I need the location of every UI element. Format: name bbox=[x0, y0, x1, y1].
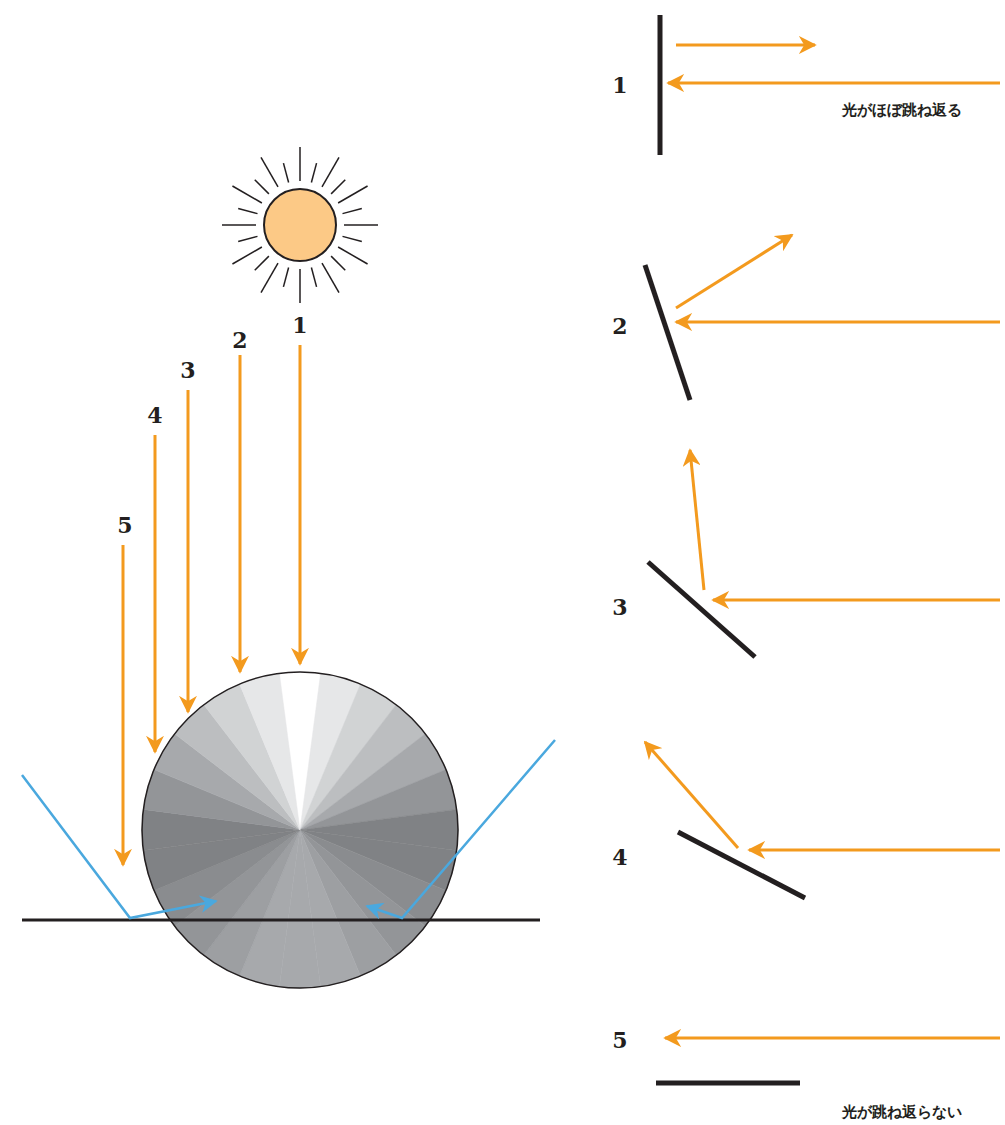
light-rays bbox=[123, 345, 300, 865]
ray bbox=[665, 1037, 1000, 1040]
bounce-light bbox=[22, 740, 555, 918]
surfaces bbox=[645, 15, 805, 1083]
sun-ray bbox=[311, 163, 316, 182]
ray bbox=[676, 44, 815, 47]
ray bbox=[676, 235, 792, 308]
sun-ray bbox=[322, 263, 339, 292]
surface bbox=[658, 15, 663, 155]
sun-ray bbox=[255, 256, 269, 270]
sun-ray bbox=[232, 247, 261, 264]
sun-ray bbox=[232, 186, 261, 203]
sun-ray bbox=[299, 147, 301, 181]
sun-ray bbox=[338, 247, 367, 264]
sun-ray bbox=[331, 256, 345, 270]
sun-ray bbox=[311, 268, 316, 287]
sun-ray bbox=[261, 157, 278, 186]
sun-ray bbox=[238, 208, 257, 213]
shaded-sphere bbox=[142, 672, 458, 988]
callout-number: 3 bbox=[612, 594, 627, 620]
sun-ray bbox=[283, 163, 288, 182]
sun-ray bbox=[344, 224, 378, 226]
callout-number: 5 bbox=[612, 1027, 627, 1053]
sun-ray bbox=[343, 236, 362, 241]
callout-number: 5 bbox=[117, 512, 132, 538]
ray bbox=[239, 355, 242, 672]
ray bbox=[690, 450, 704, 590]
sun-ray bbox=[255, 180, 269, 194]
sun bbox=[222, 147, 378, 303]
callout-number: 4 bbox=[612, 844, 627, 870]
ray bbox=[645, 742, 738, 848]
shade-wedge bbox=[240, 673, 300, 830]
sun-ray bbox=[299, 269, 301, 303]
callout-number: 2 bbox=[232, 327, 247, 353]
ray bbox=[749, 849, 1000, 852]
note-text: 光がほぼ跳ね返る bbox=[842, 101, 962, 120]
note-text: 光が跳ね返らない bbox=[842, 1103, 962, 1122]
sun-ray bbox=[222, 224, 256, 226]
reflection-rays bbox=[645, 45, 1000, 1038]
surface bbox=[645, 265, 690, 400]
sphere-outline bbox=[142, 672, 458, 988]
sun-disc bbox=[264, 189, 336, 261]
ray bbox=[299, 345, 302, 664]
callout-number: 1 bbox=[612, 72, 627, 98]
bounce-ray bbox=[22, 775, 216, 918]
ray bbox=[676, 321, 1000, 324]
callout-number: 4 bbox=[147, 402, 162, 428]
sun-ray bbox=[261, 263, 278, 292]
callout-number: 2 bbox=[612, 313, 627, 339]
sun-ray bbox=[283, 268, 288, 287]
ray bbox=[122, 545, 125, 865]
bounce-ray bbox=[367, 740, 555, 918]
ray bbox=[187, 390, 190, 712]
ray bbox=[713, 599, 1000, 602]
callout-number: 1 bbox=[292, 312, 307, 338]
sun-ray bbox=[331, 180, 345, 194]
ray bbox=[668, 82, 1000, 85]
sun-ray bbox=[338, 186, 367, 203]
sun-ray bbox=[238, 236, 257, 241]
surface bbox=[678, 832, 805, 898]
surface bbox=[656, 1081, 800, 1086]
sun-ray bbox=[322, 157, 339, 186]
ground bbox=[22, 919, 540, 922]
sun-ray bbox=[343, 208, 362, 213]
callout-number: 3 bbox=[180, 357, 195, 383]
ray bbox=[154, 435, 157, 752]
